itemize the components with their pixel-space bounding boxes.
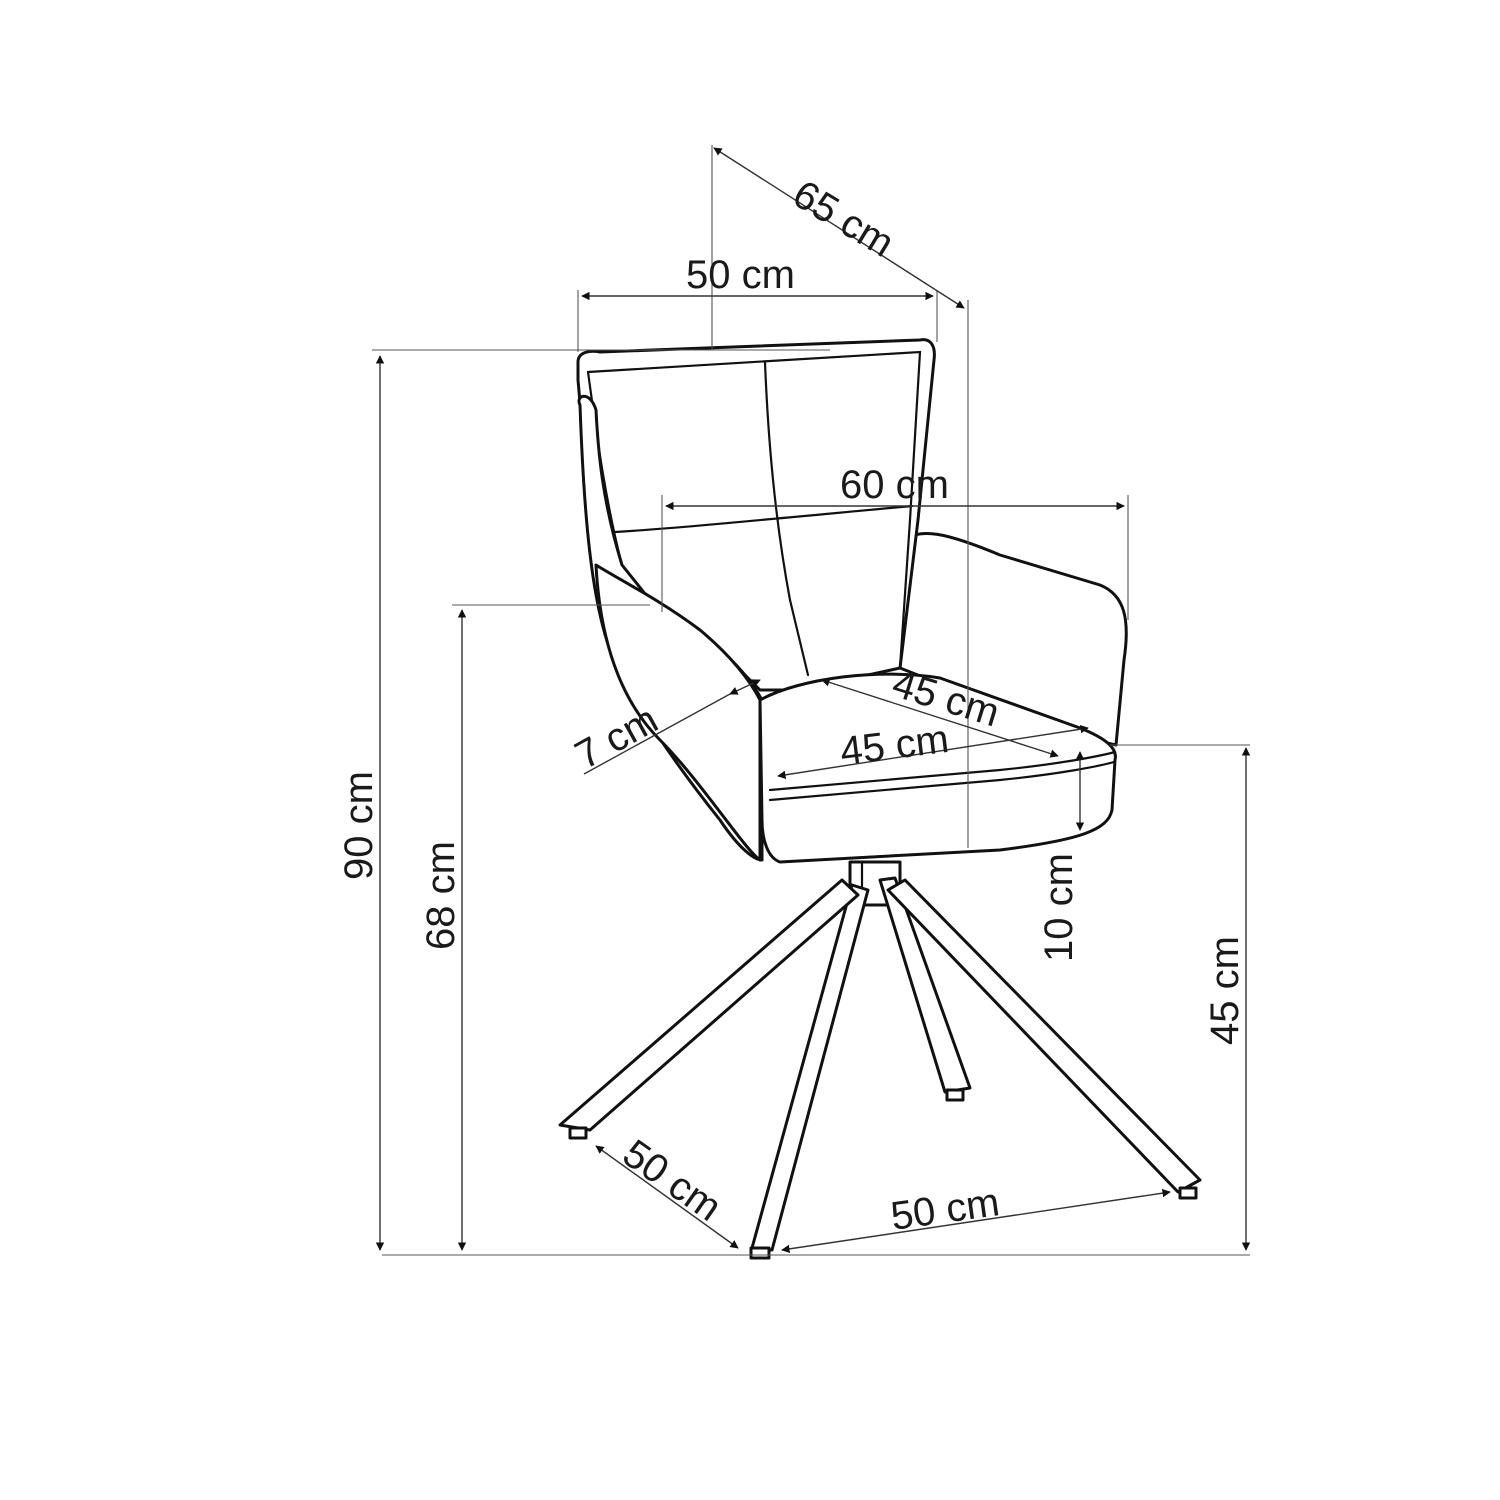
label-depth: 65 cm — [785, 172, 901, 266]
dim-line-armrest-width — [583, 693, 731, 775]
leg-back-left — [558, 878, 860, 1132]
label-armrest-height: 68 cm — [419, 841, 463, 950]
foot-front-right — [1178, 1186, 1198, 1200]
left-arm-top — [594, 563, 762, 862]
label-total-width: 60 cm — [840, 463, 949, 507]
dim-line-base-depth — [595, 1145, 739, 1249]
leg-back-right — [878, 876, 972, 1094]
label-base-width: 50 cm — [888, 1180, 1002, 1239]
label-total-height: 90 cm — [337, 771, 381, 880]
back-seam-vertical — [763, 360, 810, 677]
leg-front-left — [750, 883, 870, 1252]
leg-front-right — [886, 878, 1202, 1194]
dim-line-armrest-width-arrow — [729, 679, 761, 695]
label-seat-height: 45 cm — [1203, 936, 1247, 1045]
dimension-lines — [375, 147, 1251, 1254]
label-base-depth: 50 cm — [615, 1131, 729, 1230]
right-armrest — [898, 531, 1128, 747]
extension-lines — [372, 145, 1250, 1256]
foot-back-right — [945, 1088, 965, 1102]
foot-back-left — [568, 1126, 588, 1140]
label-back-width: 50 cm — [686, 253, 795, 297]
foot-front-left — [749, 1246, 771, 1260]
back-seam-horizontal — [613, 504, 914, 534]
dim-line-base-width — [781, 1188, 1171, 1254]
dim-line-depth — [713, 147, 965, 309]
backrest-inner-border — [586, 350, 922, 670]
label-seat-thickness: 10 cm — [1037, 853, 1081, 962]
dim-line-seat-width — [777, 725, 1089, 779]
